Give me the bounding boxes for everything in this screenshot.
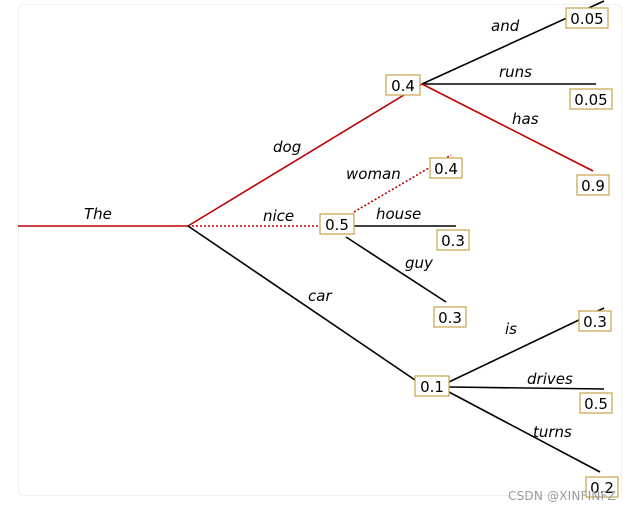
prob-dog: 0.4 xyxy=(391,77,415,95)
edge-dog xyxy=(187,83,423,227)
prob-box-runs: 0.05 xyxy=(569,88,613,110)
word-guy: guy xyxy=(405,254,434,272)
word-runs: runs xyxy=(499,63,532,81)
prob-and: 0.05 xyxy=(570,10,603,28)
edge-has xyxy=(421,83,594,172)
diagram-frame xyxy=(18,4,622,496)
edge-guy xyxy=(345,236,447,303)
prob-is: 0.3 xyxy=(583,313,607,331)
prob-box-car: 0.1 xyxy=(414,375,450,397)
word-is: is xyxy=(505,320,517,338)
prob-woman: 0.4 xyxy=(434,160,458,178)
prob-car: 0.1 xyxy=(420,378,444,396)
prob-has: 0.9 xyxy=(581,177,605,195)
prob-box-and: 0.05 xyxy=(565,7,609,29)
prob-drives: 0.5 xyxy=(584,395,608,413)
edge-car xyxy=(187,225,419,383)
prob-box-house: 0.3 xyxy=(436,229,470,251)
prob-nice: 0.5 xyxy=(325,216,349,234)
word-dog: dog xyxy=(273,138,301,156)
word-turns: turns xyxy=(533,423,572,441)
prob-runs: 0.05 xyxy=(574,91,607,109)
word-house: house xyxy=(376,205,421,223)
edge-is xyxy=(448,307,605,383)
word-and: and xyxy=(491,17,520,35)
prob-house: 0.3 xyxy=(441,232,465,250)
word-has: has xyxy=(512,110,539,128)
word-drives: drives xyxy=(527,370,573,388)
prob-box-drives: 0.5 xyxy=(579,392,613,414)
word-the: The xyxy=(84,205,112,223)
prob-box-guy: 0.3 xyxy=(433,306,467,328)
watermark: CSDN @XINFINFZ xyxy=(508,489,617,503)
edge-drives xyxy=(448,386,605,390)
word-nice: nice xyxy=(263,207,294,225)
edge-turns xyxy=(448,391,601,473)
prob-turns: 0.2 xyxy=(590,479,614,497)
prob-box-is: 0.3 xyxy=(578,310,612,332)
prob-box-nice: 0.5 xyxy=(319,213,355,235)
prob-box-turns: 0.2 xyxy=(585,476,619,498)
prob-guy: 0.3 xyxy=(438,309,462,327)
prob-box-woman: 0.4 xyxy=(429,157,463,179)
word-car: car xyxy=(308,287,332,305)
prob-box-dog: 0.4 xyxy=(385,74,421,96)
prob-box-has: 0.9 xyxy=(576,174,610,196)
word-woman: woman xyxy=(346,165,401,183)
